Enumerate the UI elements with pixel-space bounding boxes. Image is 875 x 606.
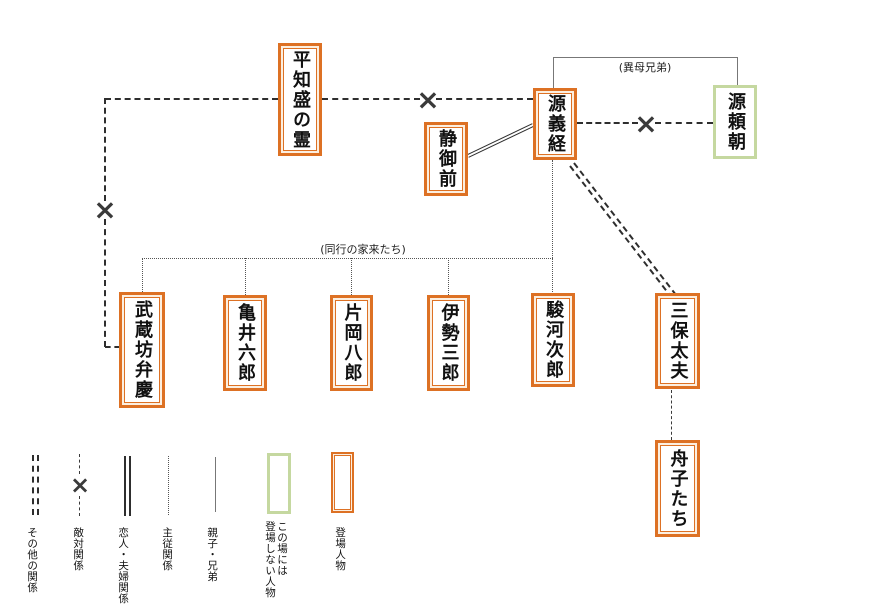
hostility-line-tomomori-benkei-upper (104, 98, 106, 201)
legend-label-master-servant: 主従関係 (161, 527, 174, 571)
relation-line-miho-funako (671, 390, 672, 440)
hostility-line-tomomori-benkei-lower (104, 219, 106, 347)
hostility-line-tomomori-yoshitsune-right (436, 98, 533, 100)
legend-symbol-lovers (124, 456, 131, 516)
person-name: 武蔵坊弁慶 (132, 300, 153, 400)
hostility-line-tomomori-yoshitsune-left (322, 98, 420, 100)
master-servant-stub-benkei (142, 258, 143, 292)
hostility-line-yoshitsune-yoritomo-left (577, 122, 638, 124)
person-box-kamei-rokuro: 亀井六郎 (223, 295, 267, 391)
conflict-x-icon: × (634, 107, 658, 140)
conflict-x-icon: × (69, 471, 91, 499)
legend-symbol-hostility-upper (79, 454, 80, 474)
master-servant-stub-ise (448, 258, 449, 295)
person-name: 平知盛の霊 (290, 49, 311, 150)
other-relation-line-yoshitsune-miho (569, 162, 677, 299)
sibling-bracket-left (553, 57, 554, 88)
legend-symbol-master-servant (168, 456, 169, 515)
sibling-bracket-right (737, 57, 738, 85)
person-name: 片岡八郎 (341, 303, 363, 383)
legend-label-family: 親子・兄弟 (206, 527, 219, 582)
person-box-shizuka-gozen: 静御前 (424, 122, 468, 196)
conflict-x-icon: × (416, 83, 440, 116)
person-box-funako-tachi: 舟子たち (655, 440, 700, 537)
legend-box-appearing-character (331, 452, 354, 513)
person-name: 伊勢三郎 (438, 303, 460, 383)
person-box-minamoto-no-yoshitsune: 源義経 (533, 88, 577, 160)
person-name: 舟子たち (667, 448, 689, 529)
legend-label-hostility: 敵対関係 (72, 527, 85, 571)
legend-symbol-family (215, 457, 216, 512)
person-name: 亀井六郎 (235, 303, 256, 383)
legend-label-absent-character: この場には 登場しない人物 (263, 521, 288, 598)
master-servant-stub-kataoka (351, 258, 352, 295)
legend-symbol-hostility-lower (79, 496, 80, 516)
person-box-ise-saburo: 伊勢三郎 (427, 295, 470, 391)
hostility-line-yoshitsune-yoritomo-right (655, 122, 713, 124)
legend-symbol-other-relation (32, 455, 39, 515)
legend-box-absent-character (267, 453, 291, 514)
person-box-taira-no-tomomori-ghost: 平知盛の霊 (278, 43, 322, 156)
legend-label-other-relation: その他の関係 (26, 527, 39, 593)
person-name: 駿河次郎 (543, 300, 564, 380)
conflict-x-icon: × (93, 193, 117, 226)
master-servant-line-yoshitsune-suruga (552, 160, 553, 292)
person-name: 源頼朝 (725, 92, 746, 152)
person-box-kataoka-hachiro: 片岡八郎 (330, 295, 373, 391)
lovers-line-shizuka-yoshitsune (467, 123, 534, 158)
person-box-suruga-jiro: 駿河次郎 (531, 293, 575, 387)
sibling-bracket-top (553, 57, 737, 58)
person-name: 静御前 (436, 129, 457, 189)
master-servant-stub-kamei (245, 258, 246, 295)
master-servant-rail (142, 258, 553, 259)
person-box-musashibo-benkei: 武蔵坊弁慶 (119, 292, 165, 408)
person-box-minamoto-no-yoritomo: 源頼朝 (713, 85, 757, 159)
person-box-miho-dayu: 三保太夫 (655, 293, 700, 389)
legend-label-appearing-character: 登場人物 (334, 527, 347, 571)
retainers-group-label: (同行の家来たち) (320, 243, 406, 256)
person-name: 三保太夫 (667, 301, 689, 381)
half-brothers-label: (異母兄弟) (618, 61, 672, 74)
hostility-line-tomomori-benkei-top (105, 98, 278, 100)
person-name: 源義経 (545, 94, 566, 154)
legend-label-lovers: 恋人・夫婦関係 (117, 527, 130, 604)
hostility-line-tomomori-benkei-bottom (105, 346, 120, 348)
